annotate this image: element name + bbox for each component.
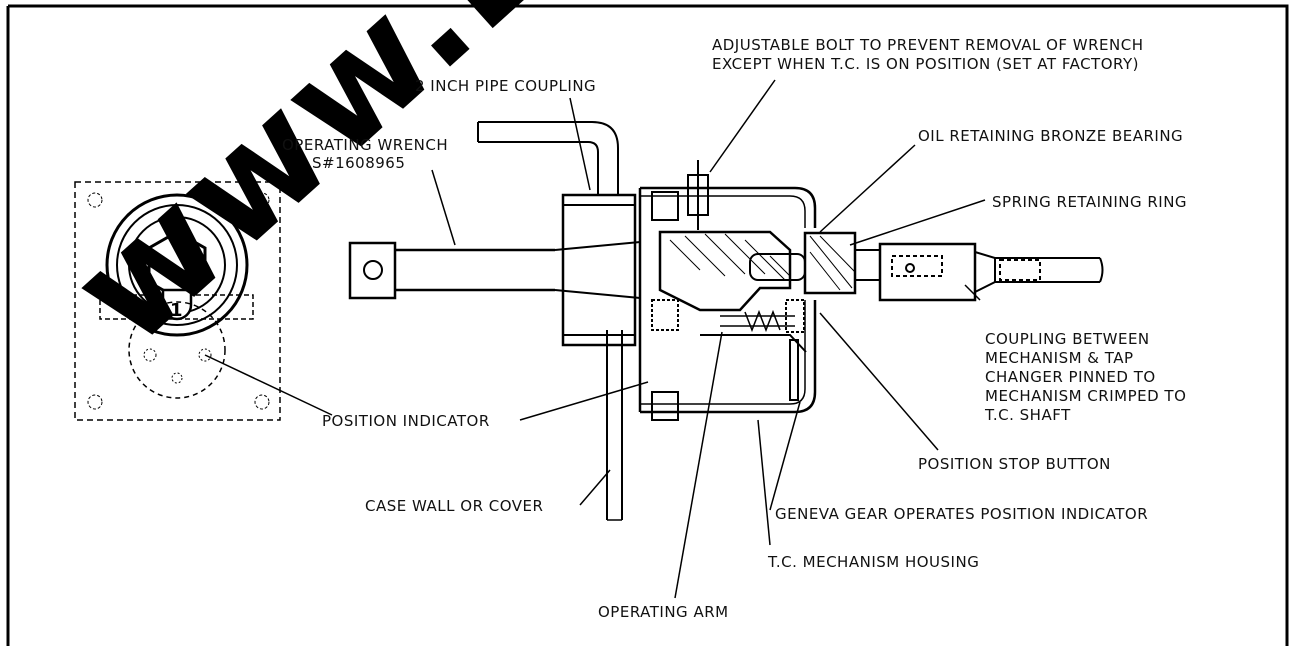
label-coupling-line4: MECHANISM CRIMPED TO (985, 387, 1187, 405)
label-coupling-line5: T.C. SHAFT (985, 406, 1071, 424)
label-oil-bearing: OIL RETAINING BRONZE BEARING (918, 127, 1184, 145)
label-spring-retaining-ring: SPRING RETAINING RING (992, 193, 1188, 211)
label-adjustable-bolt-line2: EXCEPT WHEN T.C. IS ON POSITION (SET AT … (712, 55, 1139, 73)
label-operating-arm: OPERATING ARM (598, 603, 729, 621)
front-view (74, 181, 281, 421)
label-coupling-line2: MECHANISM & TAP (985, 349, 1134, 367)
label-wrench-part-number: S#1608965 (312, 154, 406, 172)
label-coupling-line1: COUPLING BETWEEN (985, 330, 1150, 348)
diagram-border (6, 4, 1289, 646)
label-geneva-gear: GENEVA GEAR OPERATES POSITION INDICATOR (775, 505, 1149, 523)
label-position-stop-button: POSITION STOP BUTTON (918, 455, 1111, 473)
label-mechanism-housing: T.C. MECHANISM HOUSING (768, 553, 980, 571)
indicator-number: 1 (170, 300, 183, 321)
label-adjustable-bolt-line1: ADJUSTABLE BOLT TO PREVENT REMOVAL OF WR… (712, 36, 1144, 54)
label-coupling-line3: CHANGER PINNED TO (985, 368, 1156, 386)
label-position-indicator: POSITION INDICATOR (322, 412, 490, 430)
label-case-wall: CASE WALL OR COVER (365, 497, 544, 515)
leader-lines (204, 79, 986, 599)
label-operating-wrench: OPERATING WRENCH (282, 136, 449, 154)
mechanism-section (348, 121, 1104, 521)
label-pipe-coupling: 2 INCH PIPE COUPLING (415, 77, 597, 95)
